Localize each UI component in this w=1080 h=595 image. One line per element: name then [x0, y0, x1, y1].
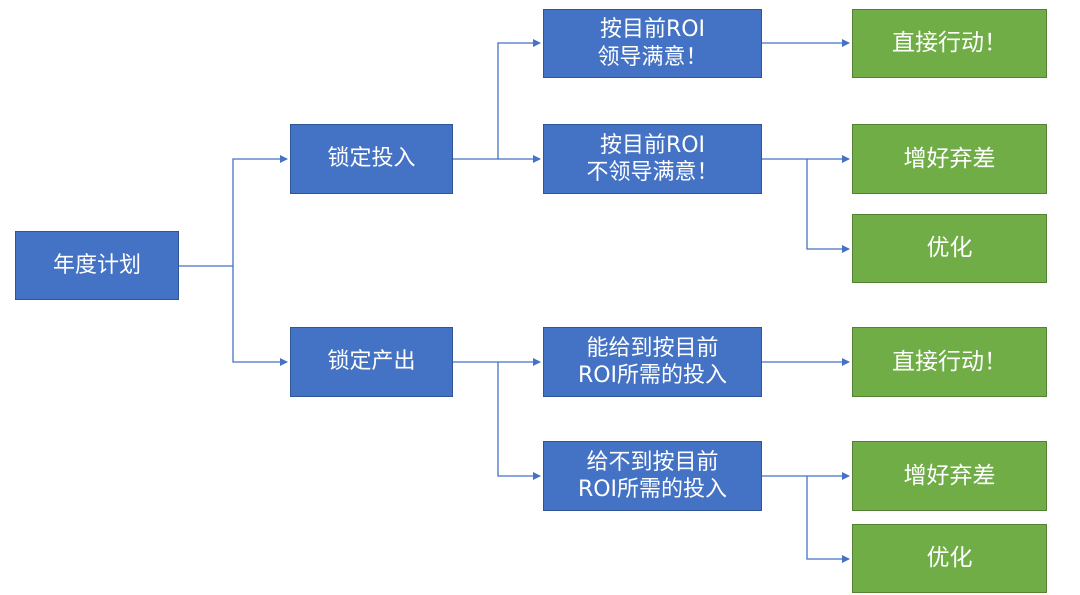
branch-node-label: 锁定产出	[327, 349, 416, 375]
condition-node-line: 领导满意！	[597, 44, 708, 70]
branch-node-lock-input: 锁定投入	[290, 124, 453, 194]
branch-node-label: 锁定投入	[327, 146, 416, 172]
outcome-node-label: 直接行动！	[892, 348, 1007, 375]
connector-child-2-to-outcome-3	[806, 159, 850, 253]
outcome-node-boost-good-drop-bad: 增好弃差	[852, 441, 1047, 511]
outcome-node-optimize: 优化	[852, 524, 1047, 593]
outcome-node-label: 直接行动！	[892, 30, 1007, 57]
root-node-annual-plan: 年度计划	[15, 231, 179, 300]
branch-node-lock-output: 锁定产出	[290, 327, 453, 397]
connector-root-to-branch-2	[232, 266, 288, 366]
condition-node-line: 按目前ROI	[599, 132, 706, 158]
root-node-label: 年度计划	[52, 252, 141, 278]
condition-node-line: 能给到按目前	[586, 335, 719, 361]
outcome-node-label: 优化	[926, 235, 973, 262]
outcome-node-act-directly: 直接行动！	[852, 327, 1047, 397]
outcome-node-label: 优化	[926, 545, 973, 572]
condition-node-line: 不领导满意！	[586, 160, 719, 185]
outcome-node-label: 增好弃差	[903, 462, 996, 489]
condition-node-leader-not-satisfied: 按目前ROI 不领导满意！	[543, 124, 762, 194]
condition-node-line: ROI所需的投入	[577, 477, 728, 502]
outcome-node-boost-good-drop-bad: 增好弃差	[852, 124, 1047, 194]
condition-node-line: ROI所需的投入	[577, 363, 728, 388]
connector-child-4-to-outcome-6	[806, 476, 850, 563]
outcome-node-optimize: 优化	[852, 214, 1047, 283]
condition-node-can-provide-input: 能给到按目前 ROI所需的投入	[543, 327, 762, 397]
outcome-node-act-directly: 直接行动！	[852, 9, 1047, 78]
outcome-node-label: 增好弃差	[903, 145, 996, 172]
condition-node-line: 给不到按目前	[586, 449, 719, 475]
connector-root-to-branch-1	[179, 155, 288, 267]
connector-branch-2-to-child-4	[497, 362, 541, 480]
condition-node-cannot-provide-input: 给不到按目前 ROI所需的投入	[543, 441, 762, 511]
connector-branch-1-to-child-1	[453, 39, 541, 160]
condition-node-leader-satisfied: 按目前ROI 领导满意！	[543, 9, 762, 78]
condition-node-line: 按目前ROI	[599, 17, 706, 42]
